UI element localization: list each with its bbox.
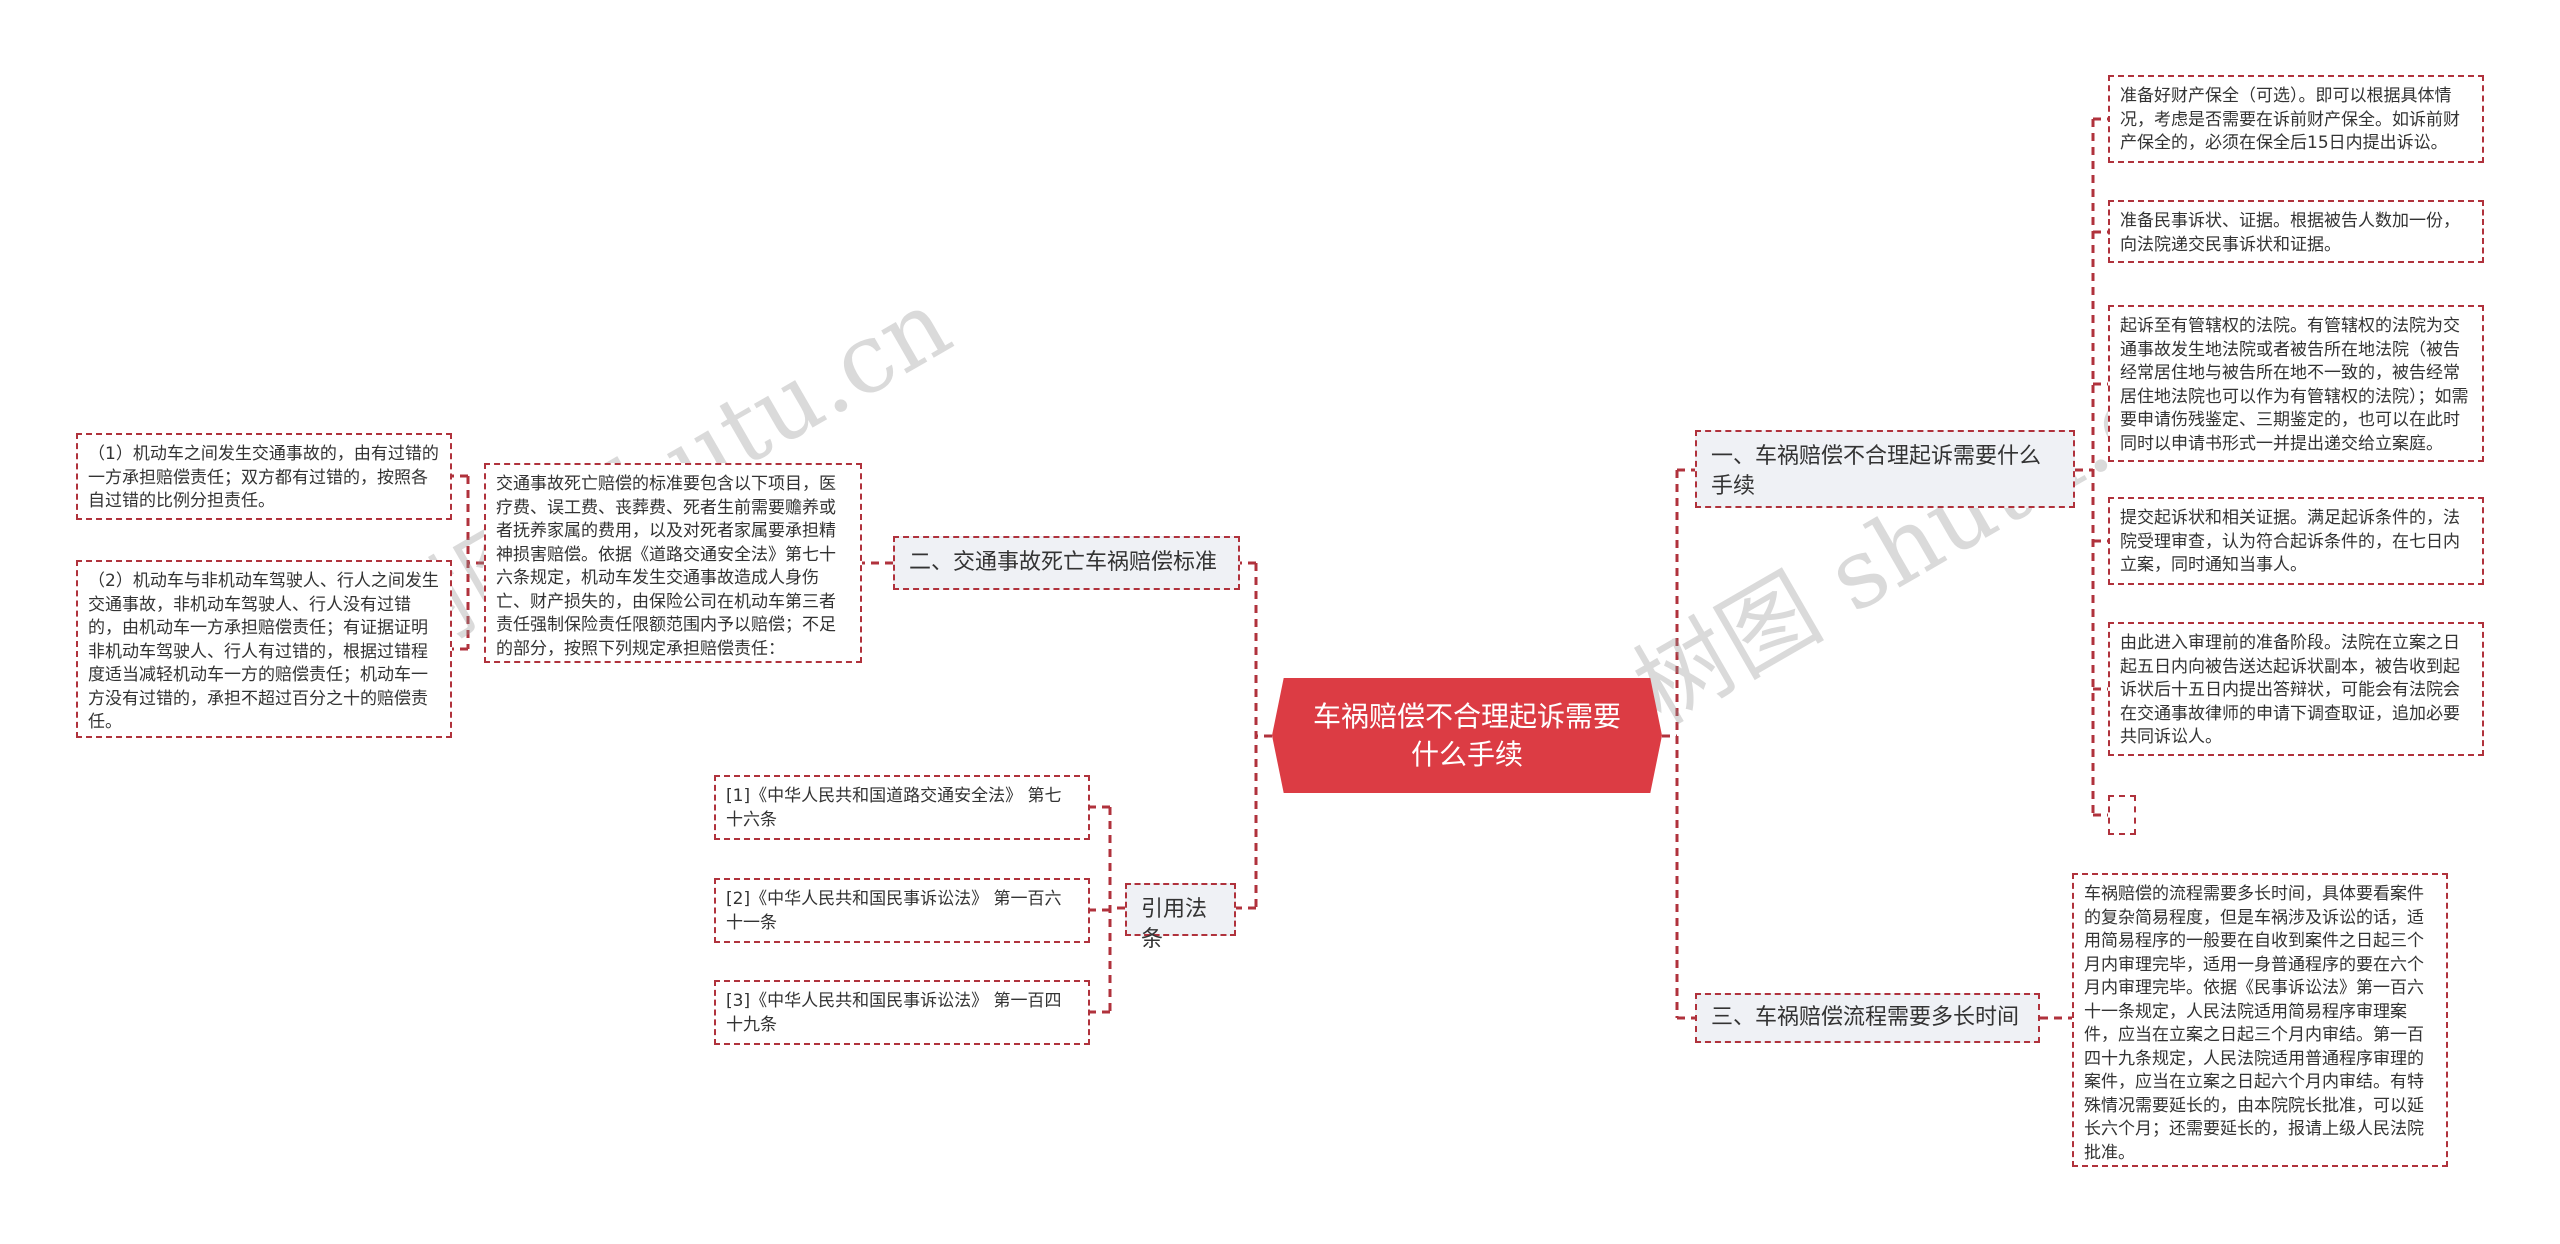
branch-two-item-2[interactable]: （2）机动车与非机动车驾驶人、行人之间发生交通事故，非机动车驾驶人、行人没有过错… xyxy=(76,560,452,738)
root-label: 车祸赔偿不合理起诉需要什么手续 xyxy=(1312,699,1621,771)
branch-one-item-5[interactable]: 由此进入审理前的准备阶段。法院在立案之日起五日内向被告送达起诉状副本，被告收到起… xyxy=(2108,622,2484,756)
branch-two-text[interactable]: 交通事故死亡赔偿的标准要包含以下项目，医疗费、误工费、丧葬费、死者生前需要赡养或… xyxy=(484,463,862,663)
ref-item-2[interactable]: [2]《中华人民共和国民事诉讼法》 第一百六十一条 xyxy=(714,878,1090,943)
ref-item-1[interactable]: [1]《中华人民共和国道路交通安全法》 第七十六条 xyxy=(714,775,1090,840)
branch-three-label: 三、车祸赔偿流程需要多长时间 xyxy=(1711,1005,2020,1030)
branch-two-node[interactable]: 二、交通事故死亡车祸赔偿标准 xyxy=(893,536,1240,590)
branch-one-item-2[interactable]: 准备民事诉状、证据。根据被告人数加一份，向法院递交民事诉状和证据。 xyxy=(2108,200,2484,263)
branch-three-node[interactable]: 三、车祸赔偿流程需要多长时间 xyxy=(1695,993,2040,1043)
ref-item-3[interactable]: [3]《中华人民共和国民事诉讼法》 第一百四十九条 xyxy=(714,980,1090,1045)
branch-one-item-6-empty[interactable] xyxy=(2108,795,2136,835)
branch-one-label: 一、车祸赔偿不合理起诉需要什么手续 xyxy=(1711,444,2042,499)
branch-two-label: 二、交通事故死亡车祸赔偿标准 xyxy=(909,550,1218,575)
branch-one-item-1[interactable]: 准备好财产保全（可选）。即可以根据具体情况，考虑是否需要在诉前财产保全。如诉前财… xyxy=(2108,75,2484,163)
branch-one-item-4[interactable]: 提交起诉状和相关证据。满足起诉条件的，法院受理审查，认为符合起诉条件的，在七日内… xyxy=(2108,497,2484,585)
branch-two-item-1[interactable]: （1）机动车之间发生交通事故的，由有过错的一方承担赔偿责任；双方都有过错的，按照… xyxy=(76,433,452,520)
branch-one-item-3[interactable]: 起诉至有管辖权的法院。有管辖权的法院为交通事故发生地法院或者被告所在地法院（被告… xyxy=(2108,305,2484,462)
branch-three-text[interactable]: 车祸赔偿的流程需要多长时间，具体要看案件的复杂简易程度，但是车祸涉及诉讼的话，适… xyxy=(2072,873,2448,1167)
branch-one-node[interactable]: 一、车祸赔偿不合理起诉需要什么手续 xyxy=(1695,430,2075,508)
root-node[interactable]: 车祸赔偿不合理起诉需要什么手续 xyxy=(1272,678,1662,793)
refs-node[interactable]: 引用法条 xyxy=(1125,883,1236,952)
refs-label: 引用法条 xyxy=(1141,897,1208,952)
